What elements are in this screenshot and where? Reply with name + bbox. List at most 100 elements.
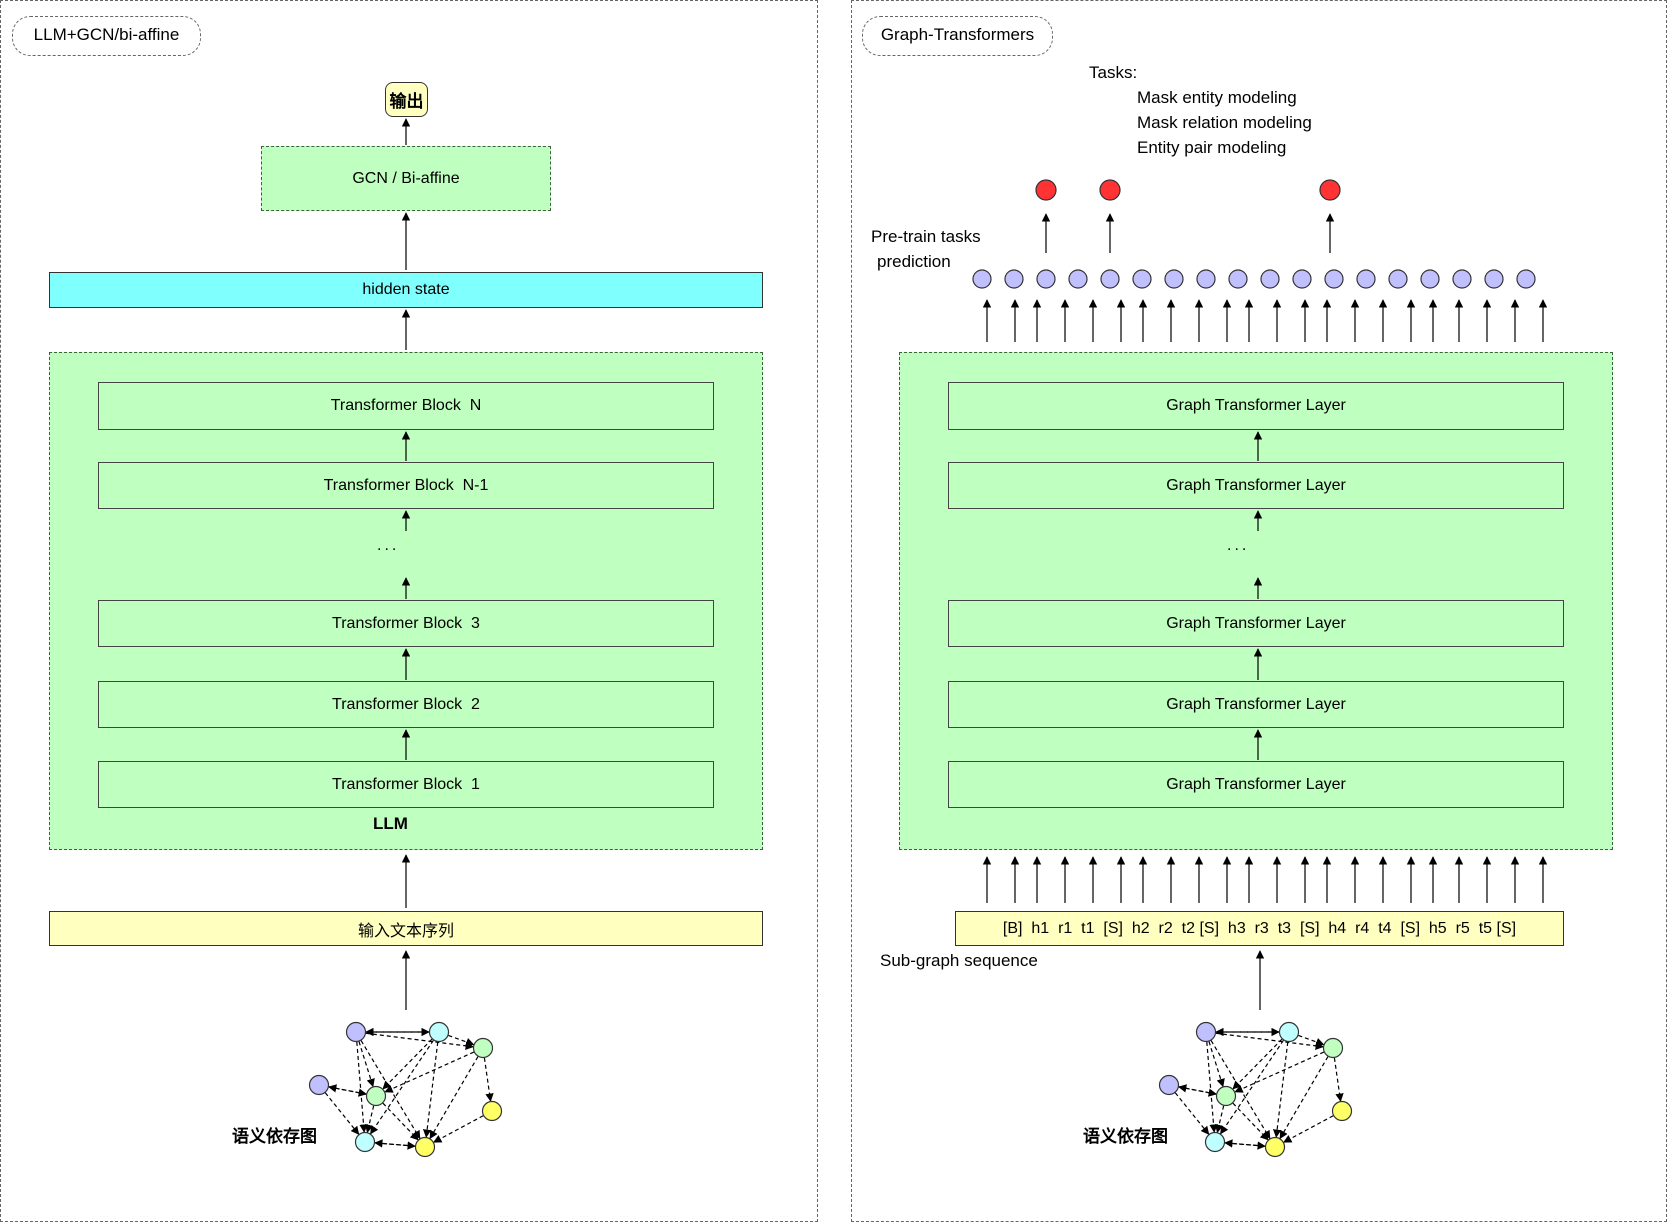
token-node xyxy=(1068,269,1088,289)
dependency-edge-left xyxy=(483,1057,494,1102)
token-node xyxy=(1516,269,1536,289)
right-graph-label: 语义依存图 xyxy=(1083,1127,1168,1146)
graph-transformer-layer-2: Graph Transformer Layer xyxy=(948,681,1564,728)
token-node xyxy=(1452,269,1472,289)
dependency-node-right xyxy=(1322,1037,1344,1059)
pretrain-label-line1: Pre-train tasks xyxy=(871,227,981,246)
dependency-edge-right xyxy=(1232,1102,1269,1141)
dependency-edge-right xyxy=(1208,1041,1225,1088)
tasks-title: Tasks: xyxy=(1089,63,1138,82)
dependency-node-left xyxy=(354,1131,376,1153)
dependency-edge-left xyxy=(448,1034,475,1046)
dependency-node-left xyxy=(345,1021,367,1043)
dependency-node-right xyxy=(1158,1074,1180,1096)
token-node xyxy=(1164,269,1184,289)
dependency-edge-left xyxy=(365,1032,474,1050)
token-node xyxy=(1260,269,1280,289)
dependency-edge-right xyxy=(1232,1038,1283,1090)
task-mask-relation: Mask relation modeling xyxy=(1137,113,1312,132)
transformer-block-2: Transformer Block 2 xyxy=(98,681,714,728)
dependency-edge-right xyxy=(1234,1051,1325,1093)
dependency-edge-right xyxy=(1224,1139,1266,1148)
left-graph-label: 语义依存图 xyxy=(232,1127,317,1146)
dependency-node-right xyxy=(1204,1131,1226,1153)
token-node xyxy=(1228,269,1248,289)
dependency-edge-right xyxy=(1174,1092,1210,1135)
dependency-edge-right xyxy=(1224,1141,1266,1150)
right-panel-tag: Graph-Transformers xyxy=(862,16,1053,56)
token-node xyxy=(1388,269,1408,289)
dependency-edge-right xyxy=(1206,1041,1218,1133)
subgraph-sequence-box: [B] h1 r1 t1 [S] h2 r2 t2 [S] h3 r3 t3 [… xyxy=(955,911,1564,946)
dependency-edge-right xyxy=(1283,1115,1334,1143)
left-panel-tag: LLM+GCN/bi-affine xyxy=(12,16,201,56)
dependency-edge-left xyxy=(433,1115,484,1143)
dependency-edge-right xyxy=(1333,1057,1344,1102)
dependency-edge-left xyxy=(429,1056,479,1140)
graph-transformer-layer-4: Graph Transformer Layer xyxy=(948,462,1564,509)
dependency-edge-left xyxy=(382,1038,433,1090)
dependency-edge-left xyxy=(327,1084,367,1095)
dependency-edge-right xyxy=(1220,1039,1284,1135)
left-ellipsis: ... xyxy=(377,537,400,554)
dependency-node-left xyxy=(308,1074,330,1096)
token-node xyxy=(1036,269,1056,289)
dependency-node-right xyxy=(1278,1021,1300,1043)
dependency-edge-left xyxy=(374,1139,416,1148)
dependency-edge-left xyxy=(324,1092,360,1135)
dependency-node-left xyxy=(472,1037,494,1059)
transformer-block-3: Transformer Block 3 xyxy=(98,600,714,647)
transformer-block-1: Transformer Block 1 xyxy=(98,761,714,808)
dependency-edge-right xyxy=(1298,1034,1325,1046)
output-box: 输出 xyxy=(385,82,428,117)
dependency-edge-right xyxy=(1177,1084,1217,1095)
dependency-node-left xyxy=(365,1085,387,1107)
graph-transformer-layer-5: Graph Transformer Layer xyxy=(948,382,1564,430)
dependency-node-left xyxy=(481,1100,503,1122)
hidden-state-box: hidden state xyxy=(49,272,763,308)
dependency-node-right xyxy=(1195,1021,1217,1043)
dependency-edge-right xyxy=(1215,1032,1324,1050)
token-node xyxy=(1420,269,1440,289)
dependency-edge-left xyxy=(328,1086,368,1097)
llm-label: LLM xyxy=(373,814,408,833)
graph-transformer-layer-1: Graph Transformer Layer xyxy=(948,761,1564,808)
token-node xyxy=(1356,269,1376,289)
token-node xyxy=(1196,269,1216,289)
token-node xyxy=(1100,269,1120,289)
task-mask-entity: Mask entity modeling xyxy=(1137,88,1297,107)
dependency-node-right xyxy=(1331,1100,1353,1122)
token-node xyxy=(1004,269,1024,289)
predicted-output-node xyxy=(1319,179,1341,201)
input-sequence-box: 输入文本序列 xyxy=(49,911,763,946)
dependency-edge-left xyxy=(356,1041,368,1133)
graph-transformer-layer-3: Graph Transformer Layer xyxy=(948,600,1564,647)
dependency-node-left xyxy=(414,1136,436,1158)
dependency-edge-right xyxy=(1178,1086,1218,1097)
pretrain-label-line2: prediction xyxy=(877,252,951,271)
right-ellipsis: ... xyxy=(1227,537,1250,554)
transformer-block-n: Transformer Block N xyxy=(98,382,714,430)
token-node xyxy=(1324,269,1344,289)
dependency-edge-right xyxy=(1279,1056,1329,1140)
dependency-edge-left xyxy=(422,1041,439,1138)
token-node xyxy=(972,269,992,289)
dependency-edge-left xyxy=(364,1105,375,1134)
dependency-edge-left xyxy=(382,1102,419,1141)
predicted-output-node xyxy=(1099,179,1121,201)
token-node xyxy=(1484,269,1504,289)
subgraph-sequence-label: Sub-graph sequence xyxy=(880,951,1038,970)
transformer-block-n-1: Transformer Block N-1 xyxy=(98,462,714,509)
dependency-node-left xyxy=(428,1021,450,1043)
dependency-node-right xyxy=(1264,1136,1286,1158)
dependency-edge-left xyxy=(358,1041,375,1088)
gcn-biaffine-box: GCN / Bi-affine xyxy=(261,146,551,211)
dependency-edge-right xyxy=(1272,1041,1289,1138)
dependency-edge-right xyxy=(1214,1105,1225,1134)
dependency-node-right xyxy=(1215,1085,1237,1107)
predicted-output-node xyxy=(1035,179,1057,201)
task-entity-pair: Entity pair modeling xyxy=(1137,138,1287,157)
dependency-edge-left xyxy=(384,1051,475,1093)
dependency-edge-left xyxy=(370,1039,434,1135)
